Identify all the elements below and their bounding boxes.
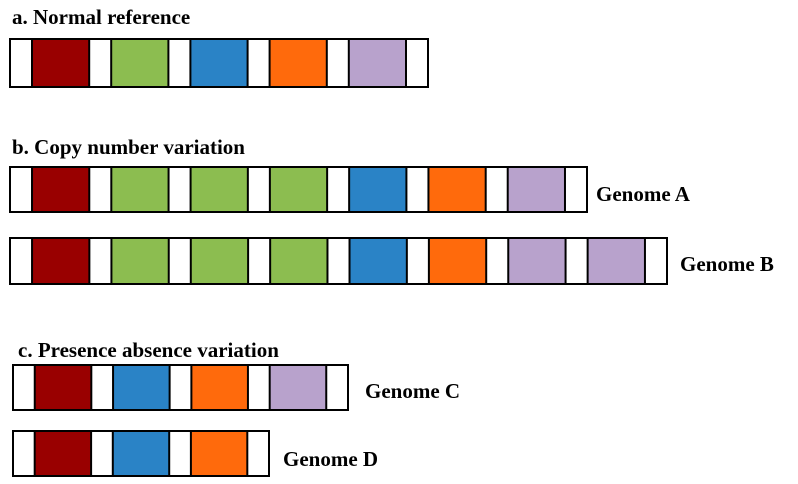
genome-label-b: Genome B: [680, 252, 774, 276]
genome-bar-d: [12, 430, 270, 477]
gene-segment-blue: [112, 364, 171, 411]
genome-bar-outline: [9, 237, 668, 285]
gene-segment-green: [110, 38, 170, 88]
gene-segment-red: [31, 237, 91, 285]
genome-label-d: Genome D: [283, 447, 378, 471]
gene-segment-orange: [190, 364, 249, 411]
gene-segment-orange: [427, 237, 488, 285]
gene-segment-green: [110, 166, 170, 213]
gene-segment-green: [189, 237, 250, 285]
genome-label-c: Genome C: [365, 379, 460, 403]
gene-segment-red: [33, 364, 93, 411]
gene-segment-orange: [268, 38, 328, 88]
section-title-normal-reference: a. Normal reference: [12, 5, 190, 29]
genome-bar-c: [12, 364, 349, 411]
gene-segment-red: [31, 38, 91, 88]
gene-segment-green: [269, 237, 329, 285]
gene-segment-blue: [348, 166, 408, 213]
genome-bar-reference: [9, 38, 429, 88]
gene-segment-orange: [189, 430, 249, 477]
gene-segment-red: [33, 430, 93, 477]
gene-segment-blue: [189, 38, 249, 88]
gene-segment-purple: [506, 166, 566, 213]
gene-segment-green: [268, 166, 329, 213]
gene-segment-orange: [427, 166, 487, 213]
gene-segment-purple: [586, 237, 646, 285]
gene-segment-purple: [507, 237, 567, 285]
gene-segment-blue: [111, 430, 171, 477]
gene-segment-purple: [347, 38, 407, 88]
genome-bar-b: [9, 237, 668, 285]
gene-segment-green: [110, 237, 170, 285]
gene-segment-green: [189, 166, 249, 213]
gene-segment-red: [31, 166, 91, 213]
section-title-copy-number-variation: b. Copy number variation: [12, 135, 245, 159]
gene-segment-blue: [348, 237, 408, 285]
genome-bar-a: [9, 166, 588, 213]
gene-segment-purple: [268, 364, 328, 411]
section-title-presence-absence-variation: c. Presence absence variation: [18, 338, 279, 362]
genome-label-a: Genome A: [596, 182, 691, 206]
